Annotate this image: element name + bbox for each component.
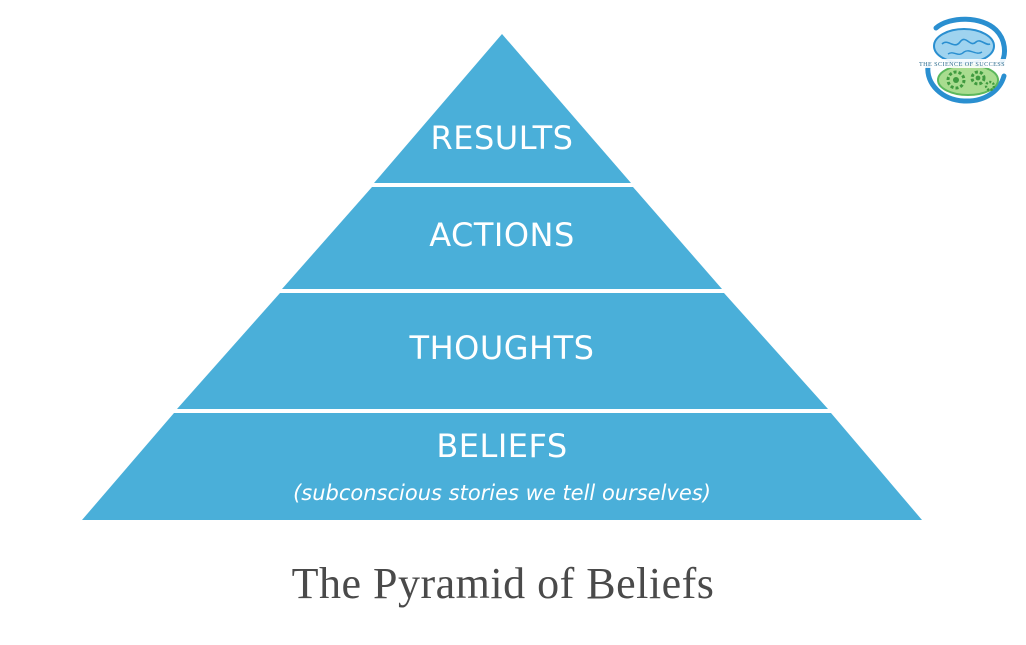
tier-actions	[282, 187, 722, 289]
tier-sublabel-beliefs: (subconscious stories we tell ourselves)	[293, 481, 711, 505]
tier-label-results: RESULTS	[431, 119, 574, 157]
tier-label-actions: ACTIONS	[429, 216, 575, 254]
logo-text: THE SCIENCE OF SUCCESS	[919, 61, 1005, 68]
tier-label-thoughts: THOUGHTS	[409, 329, 595, 367]
tier-results	[374, 34, 631, 183]
tier-label-beliefs: BELIEFS	[436, 427, 567, 465]
tier-beliefs	[82, 413, 922, 520]
pyramid-diagram: RESULTS ACTIONS THOUGHTS BELIEFS (subcon…	[82, 34, 922, 520]
gears-icon	[937, 64, 999, 96]
tier-thoughts	[177, 293, 828, 409]
science-of-success-logo: THE SCIENCE OF SUCCESS	[906, 16, 1018, 104]
brain-icon	[933, 28, 995, 64]
diagram-caption: The Pyramid of Beliefs	[291, 559, 715, 608]
